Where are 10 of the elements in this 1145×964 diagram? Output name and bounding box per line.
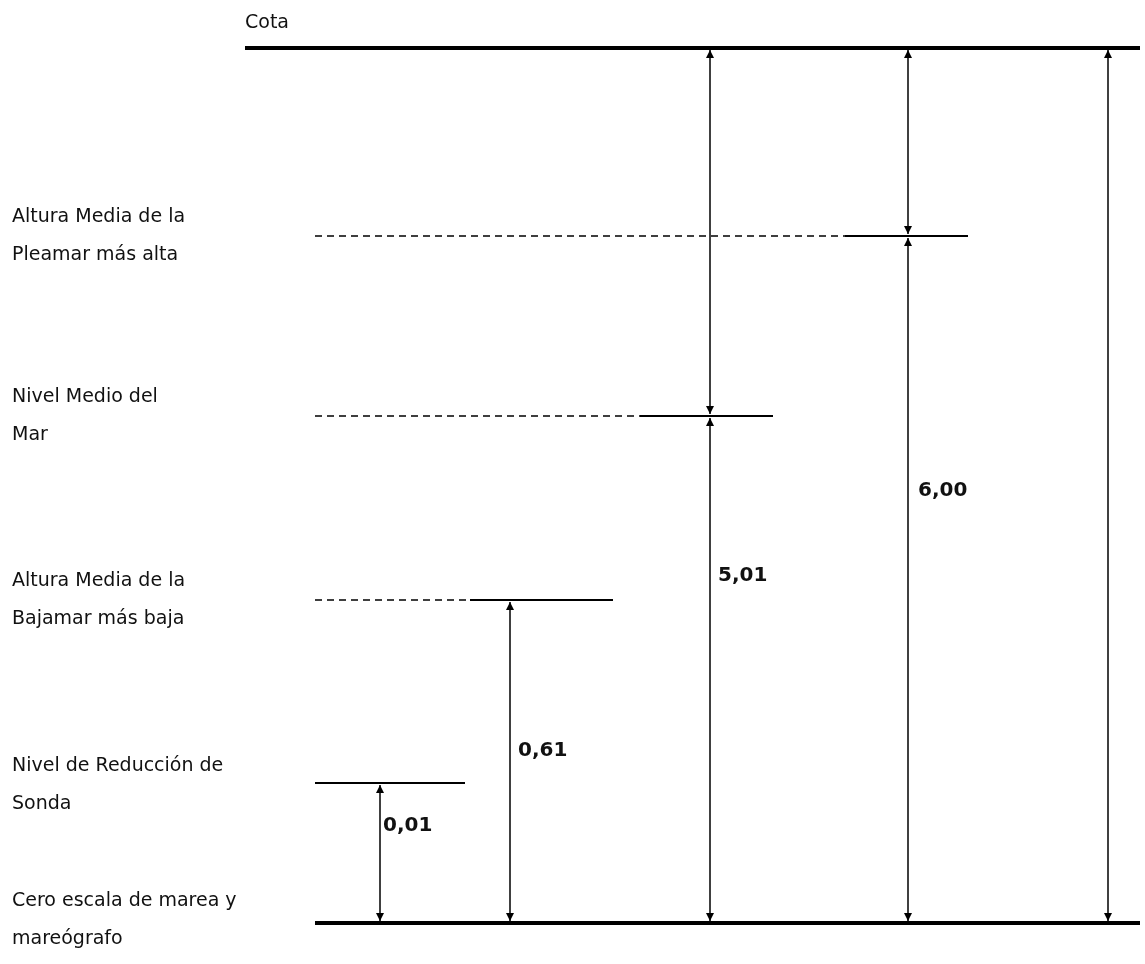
dimension-value: 5,01: [718, 562, 768, 586]
dimension-value: 0,01: [383, 812, 433, 836]
level-label: Altura Media de la Bajamar más baja: [12, 567, 187, 630]
level-label: Nivel Medio del Mar: [12, 383, 159, 446]
dimension-value: 6,00: [918, 477, 968, 501]
dimension-value: 0,61: [518, 737, 568, 761]
level-label: Altura Media de la Pleamar más alta: [12, 203, 187, 266]
level-label: Nivel de Reducción de Sonda: [12, 752, 225, 815]
level-label: Cota: [245, 9, 289, 34]
level-label: Cero escala de marea y mareógrafo: [12, 887, 238, 950]
